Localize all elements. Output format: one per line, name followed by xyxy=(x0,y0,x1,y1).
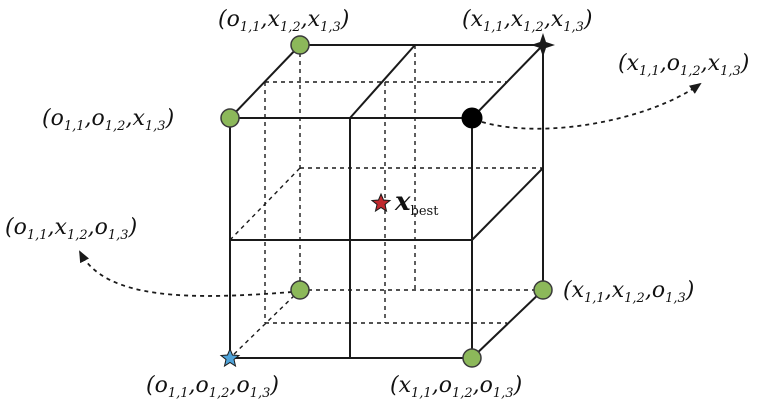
svg-text:(o1,1,x1,2,o1,3): (o1,1,x1,2,o1,3) xyxy=(5,215,137,243)
coord-label-top-left-back: (o1,1,x1,2,x1,3) xyxy=(218,7,349,35)
svg-text:(x1,1,x1,2,x1,3): (x1,1,x1,2,x1,3) xyxy=(462,7,593,35)
vertex-bottom-left-back xyxy=(290,280,310,300)
coord-label-bottom-right-front: (x1,1,o1,2,o1,3) xyxy=(390,373,522,401)
star-icon-bottom-left-front xyxy=(219,347,241,368)
svg-text:(o1,1,x1,2,x1,3): (o1,1,x1,2,x1,3) xyxy=(218,7,349,35)
callout-arrow-right xyxy=(481,82,702,130)
callout-arrow-left xyxy=(79,250,293,297)
coord-label-top-right-back: (x1,1,x1,2,x1,3) xyxy=(462,7,593,35)
vertex-top-left-back xyxy=(290,35,310,55)
vertex-top-right-front-selected xyxy=(461,107,483,129)
star-icon-best xyxy=(370,192,392,213)
svg-text:(o1,1,o1,2,o1,3): (o1,1,o1,2,o1,3) xyxy=(146,373,279,401)
vertex-bottom-right-back xyxy=(533,280,553,300)
coord-label-top-left-front: (o1,1,o1,2,x1,3) xyxy=(42,106,174,134)
coord-label-bottom-right-back: (x1,1,x1,2,o1,3) xyxy=(563,278,694,306)
coord-label-bottom-left-front: (o1,1,o1,2,o1,3) xyxy=(146,373,279,401)
cube-edges xyxy=(229,44,544,359)
vertex-bottom-right-front xyxy=(462,348,482,368)
coord-label-right-callout: (x1,1,o1,2,x1,3) xyxy=(618,51,749,79)
svg-text:(x1,1,o1,2,x1,3): (x1,1,o1,2,x1,3) xyxy=(618,51,749,79)
svg-text:(x1,1,x1,2,o1,3): (x1,1,x1,2,o1,3) xyxy=(563,278,694,306)
coord-label-left-callout: (o1,1,x1,2,o1,3) xyxy=(5,215,137,243)
best-label: xbest xyxy=(394,187,439,219)
svg-text:(o1,1,o1,2,x1,3): (o1,1,o1,2,x1,3) xyxy=(42,106,174,134)
star-icon-top-right-back xyxy=(531,33,555,57)
vertex-top-left-front xyxy=(220,108,240,128)
svg-text:(x1,1,o1,2,o1,3): (x1,1,o1,2,o1,3) xyxy=(390,373,522,401)
